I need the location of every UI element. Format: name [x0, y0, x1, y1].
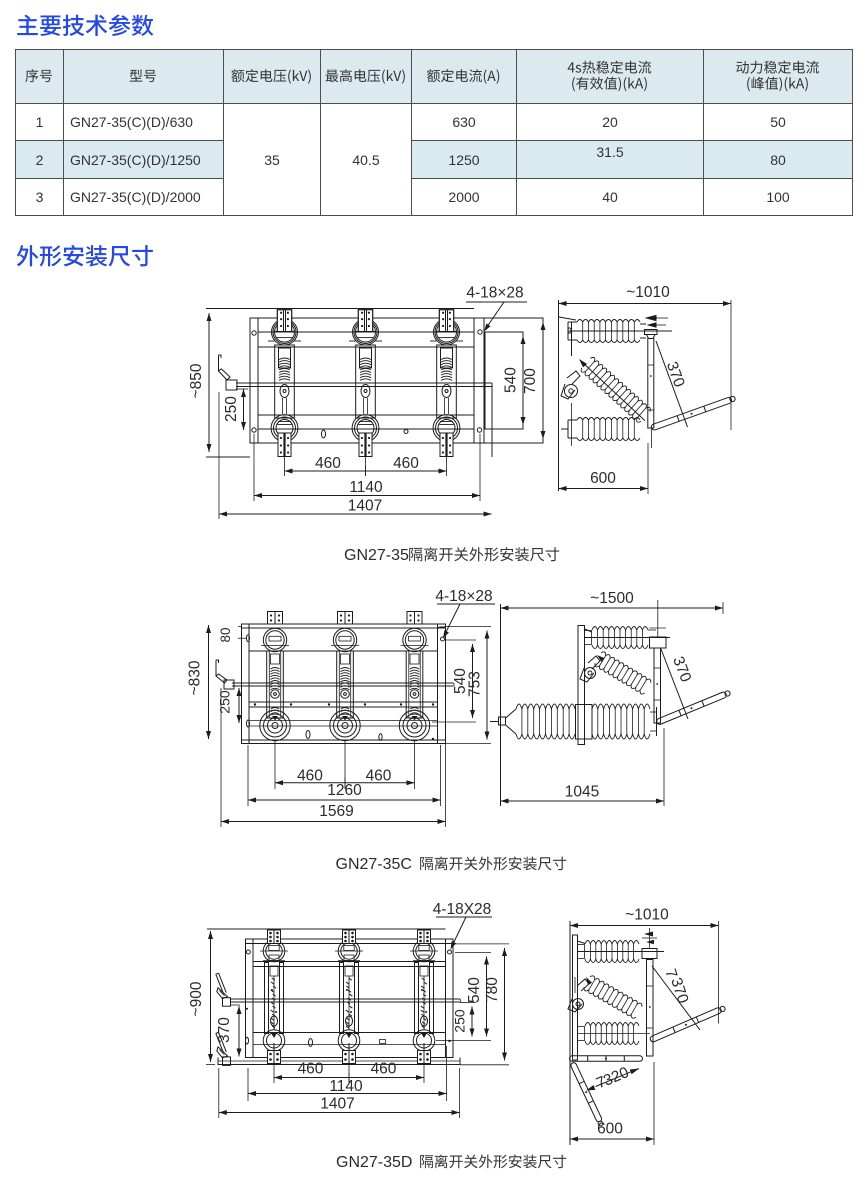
svg-text:1045: 1045	[565, 784, 599, 801]
svg-text:540: 540	[466, 977, 483, 1003]
svg-text:~900: ~900	[188, 981, 205, 1016]
svg-text:370: 370	[663, 359, 688, 389]
svg-text:460: 460	[393, 455, 419, 472]
svg-text:GN27-35: GN27-35	[344, 547, 409, 564]
svg-text:460: 460	[315, 455, 341, 472]
svg-text:1260: 1260	[327, 782, 362, 799]
svg-text:~1010: ~1010	[626, 284, 670, 301]
svg-text:250: 250	[217, 690, 233, 714]
svg-text:~830: ~830	[187, 660, 204, 695]
svg-text:4-18×28: 4-18×28	[466, 285, 523, 302]
svg-text:~1500: ~1500	[590, 590, 634, 607]
svg-text:600: 600	[597, 1121, 623, 1138]
svg-text:700: 700	[522, 368, 539, 394]
svg-text:460: 460	[371, 1061, 397, 1078]
svg-text:600: 600	[590, 470, 616, 487]
svg-text:460: 460	[297, 768, 323, 785]
svg-text:~1010: ~1010	[625, 907, 669, 924]
svg-text:250: 250	[452, 1009, 468, 1033]
svg-text:1407: 1407	[348, 498, 382, 515]
svg-text:1569: 1569	[319, 803, 353, 820]
svg-text:4-18×28: 4-18×28	[435, 588, 492, 605]
svg-text:80: 80	[218, 627, 233, 642]
svg-text:460: 460	[298, 1061, 324, 1078]
svg-text:GN27-35C: GN27-35C	[336, 856, 412, 873]
svg-text:370: 370	[667, 976, 691, 1006]
svg-text:4-18X28: 4-18X28	[433, 901, 492, 918]
svg-text:460: 460	[366, 768, 392, 785]
svg-text:370: 370	[216, 1017, 233, 1043]
svg-text:1140: 1140	[349, 479, 383, 496]
svg-text:~850: ~850	[188, 363, 205, 398]
svg-text:1407: 1407	[320, 1096, 354, 1113]
svg-text:540: 540	[452, 668, 469, 694]
svg-text:780: 780	[484, 977, 501, 1003]
svg-text:GN27-35D: GN27-35D	[336, 1154, 412, 1171]
svg-text:250: 250	[223, 396, 240, 422]
svg-text:540: 540	[503, 367, 520, 393]
svg-text:753: 753	[467, 671, 484, 697]
svg-text:1140: 1140	[329, 1078, 363, 1095]
